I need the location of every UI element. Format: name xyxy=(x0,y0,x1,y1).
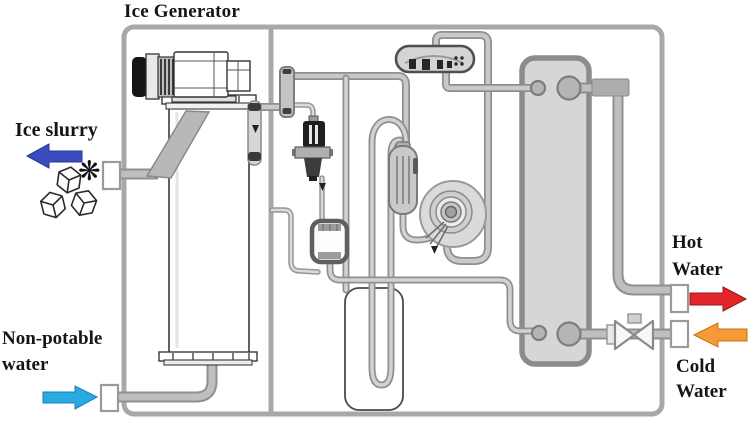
non-potable-water-label: Non-potable water xyxy=(2,326,102,378)
heat-exchanger-ports xyxy=(529,75,582,347)
compressor xyxy=(419,180,487,249)
agitator-motor xyxy=(132,51,251,103)
ice-generator-title: Ice Generator xyxy=(124,1,241,22)
hot-water-outlet-port xyxy=(556,75,582,101)
hot-water-arrow xyxy=(689,286,748,312)
cold-water-port xyxy=(669,319,690,349)
non-potable-line2: water xyxy=(2,354,49,375)
cold-water-line2: Water xyxy=(676,381,727,402)
ice-slurry-port xyxy=(101,160,122,191)
outer-enclosure xyxy=(121,24,665,417)
snowflake-icon: ❋ xyxy=(78,156,101,187)
pipe-fitting xyxy=(591,78,630,97)
cold-water-arrow xyxy=(692,322,748,348)
hot-water-port xyxy=(669,283,690,314)
plate-heat-exchanger xyxy=(519,55,592,367)
four-way-valve xyxy=(394,44,476,74)
cold-water-label: Cold Water xyxy=(676,354,727,404)
flow-direction-marks xyxy=(252,125,438,254)
cold-water-line1: Cold xyxy=(676,356,716,377)
motor-end-cap xyxy=(132,57,147,97)
non-potable-water-port xyxy=(99,383,120,413)
filter-drier xyxy=(309,218,350,265)
junction-fitting xyxy=(279,66,295,118)
non-potable-line1: Non-potable xyxy=(2,328,103,349)
cold-water-inlet-port xyxy=(556,321,582,347)
ice-slurry-arrow xyxy=(25,143,83,169)
hot-water-line2: Water xyxy=(672,259,723,280)
hot-water-line1: Hot xyxy=(672,232,703,253)
refrigerant-inlet-port xyxy=(529,79,547,97)
ice-cubes-icon xyxy=(39,166,98,219)
suction-muffler xyxy=(388,141,418,215)
refrigerant-outlet-port xyxy=(530,324,548,342)
non-potable-water-arrow xyxy=(42,385,99,410)
expansion-valve xyxy=(292,115,333,181)
ice-slurry-label: Ice slurry xyxy=(15,119,98,141)
outlet-sensor-capsule xyxy=(247,100,262,166)
ice-chute xyxy=(145,110,211,179)
hot-water-label: Hot Water xyxy=(672,229,723,283)
shutoff-valve xyxy=(606,313,655,351)
